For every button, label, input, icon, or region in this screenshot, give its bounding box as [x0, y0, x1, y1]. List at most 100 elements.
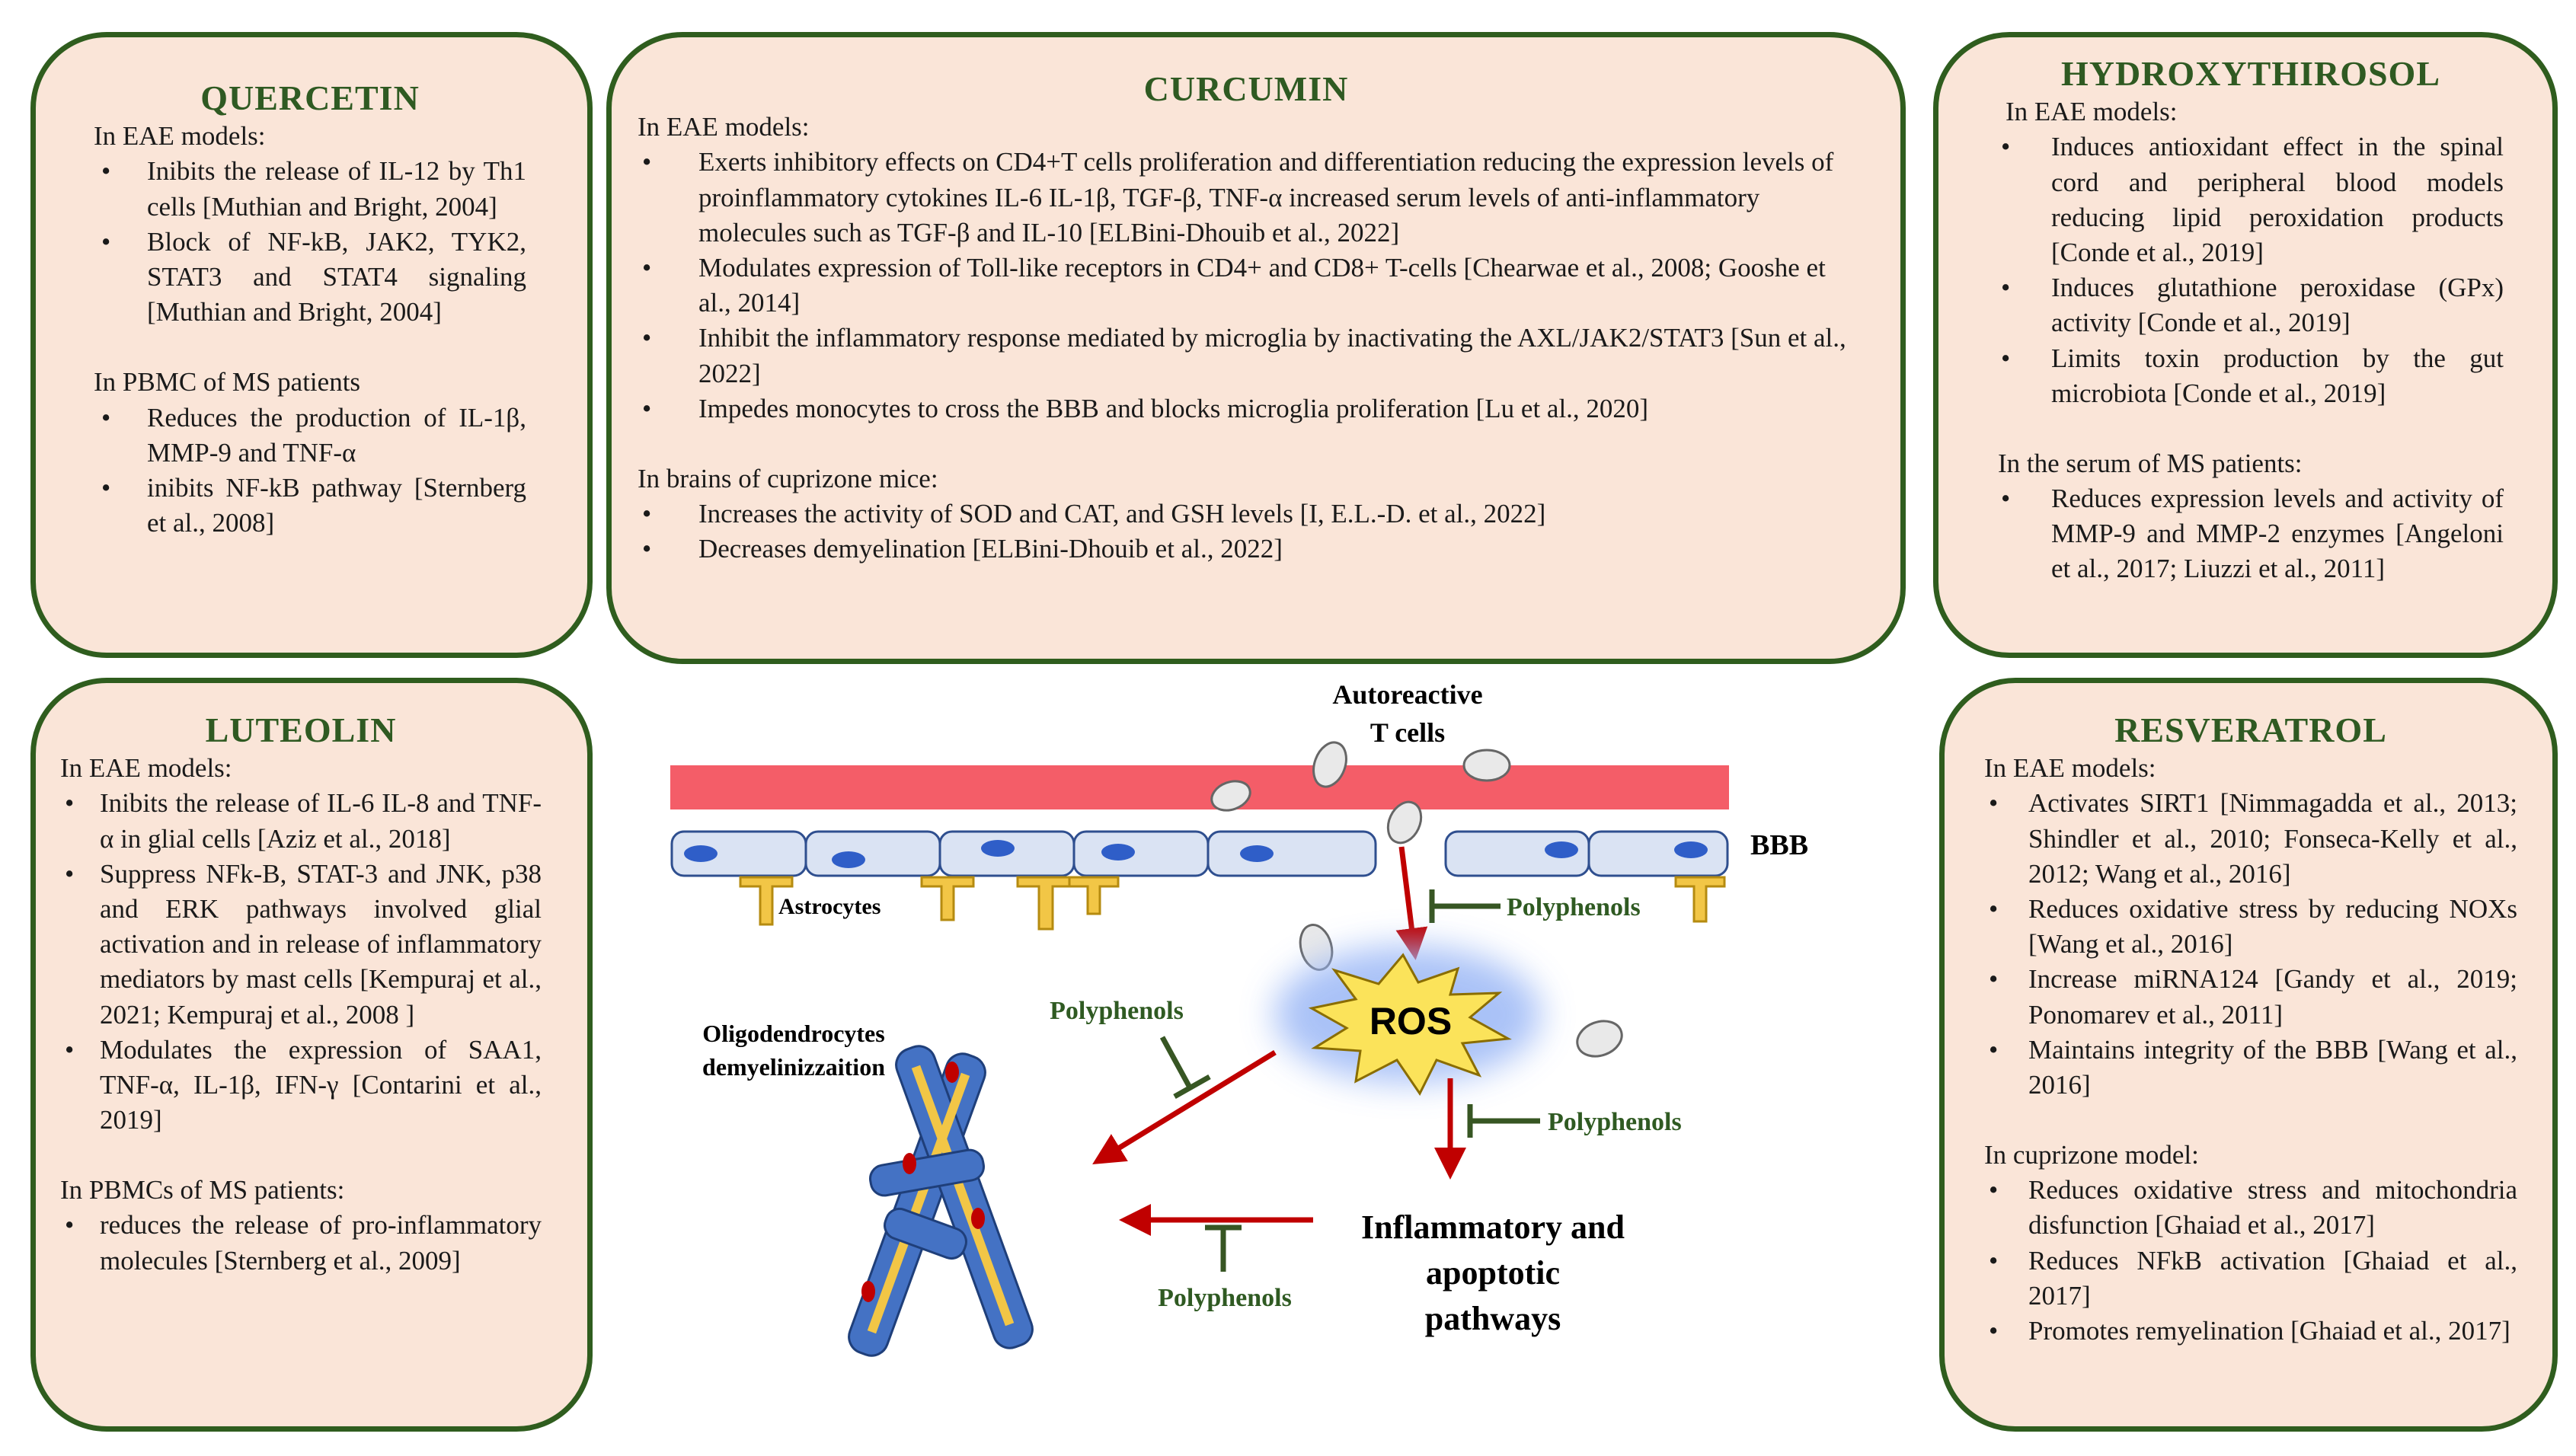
luteolin-list-2-item: reduces the release of pro-inflammatory …	[60, 1208, 542, 1278]
tcell-to-ros-arrow	[1395, 846, 1428, 960]
luteolin-list-1-item: Suppress NFk-B, STAT-3 and JNK, p38 and …	[60, 857, 542, 1033]
resveratrol-list-1-item: Reduces oxidative stress by reducing NOX…	[1984, 892, 2517, 962]
curcumin-section-2-heading: In brains of cuprizone mice:	[638, 463, 938, 493]
curcumin-list-2-item: Decreases demyelination [ELBini-Dhouib e…	[638, 532, 1855, 567]
nucleus	[832, 851, 865, 868]
polyphenols-inhibitor-inflammatory	[1467, 1104, 1540, 1138]
hydroxythirosol-title: HYDROXYTHIROSOL	[2060, 54, 2441, 93]
curcumin-list-1-item: Inhibit the inflammatory response mediat…	[638, 321, 1855, 391]
astrocyte	[1068, 876, 1120, 915]
oligodendrocyte-nucleus	[861, 1281, 875, 1302]
myelin-bridge	[869, 1148, 985, 1197]
quercetin-list-2-item: inibits NF-kB pathway [Sternberg et al.,…	[94, 471, 526, 541]
nucleus	[1101, 844, 1135, 861]
autoreactive-label: Autoreactive	[1332, 679, 1482, 710]
t-cells-label: T cells	[1370, 717, 1445, 748]
luteolin-list-1: Inibits the release of IL-6 IL-8 and TNF…	[60, 786, 542, 1138]
hydroxythirosol-panel: HYDROXYTHIROSOL In EAE models: Induces a…	[1933, 32, 2558, 658]
quercetin-title: QUERCETIN	[200, 78, 420, 117]
quercetin-list-1-item: Block of NF-kB, JAK2, TYK2, STAT3 and ST…	[94, 225, 526, 330]
oligodendrocyte-nucleus	[945, 1062, 959, 1083]
nucleus	[1545, 841, 1578, 858]
astrocyte	[1674, 876, 1726, 923]
hydroxythirosol-list-1: Induces antioxidant effect in the spinal…	[1998, 129, 2504, 411]
polyphenols-inhibitor-pathways	[1205, 1225, 1242, 1272]
polyphenols-label-pathways: Polyphenols	[1158, 1284, 1292, 1312]
curcumin-list-2: Increases the activity of SOD and CAT, a…	[638, 497, 1855, 567]
resveratrol-list-1-item: Maintains integrity of the BBB [Wang et …	[1984, 1033, 2517, 1103]
quercetin-panel: QUERCETIN In EAE models: Inibits the rel…	[30, 32, 593, 658]
mechanism-diagram: Autoreactive T cells BBB Astrocytes Poly…	[670, 679, 1808, 1357]
luteolin-title: LUTEOLIN	[205, 710, 397, 749]
endothelial-cell	[1072, 830, 1210, 877]
t-cell	[1462, 749, 1511, 782]
demyelination-label: demyelinizzaition	[702, 1053, 885, 1081]
luteolin-section-1-heading: In EAE models:	[60, 753, 232, 784]
oligodendrocyte-nucleus	[971, 1208, 985, 1229]
polyphenols-label-bbb: Polyphenols	[1507, 893, 1641, 921]
hydroxythirosol-list-2-item: Reduces expression levels and activity o…	[1998, 481, 2504, 587]
resveratrol-section-1-heading: In EAE models:	[1984, 753, 2156, 784]
resveratrol-title: RESVERATROL	[2114, 710, 2387, 749]
endothelial-cell	[1207, 830, 1377, 877]
hydroxythirosol-list-1-item: Induces antioxidant effect in the spinal…	[1998, 129, 2504, 270]
hydroxythirosol-section-1-heading: In EAE models:	[2006, 97, 2178, 127]
resveratrol-list-2: Reduces oxidative stress and mitochondri…	[1984, 1173, 2517, 1349]
bbb-endothelial-cells	[670, 830, 1729, 877]
curcumin-list-1-item: Exerts inhibitory effects on CD4+T cells…	[638, 145, 1855, 251]
curcumin-panel: CURCUMIN In EAE models: Exerts inhibitor…	[606, 32, 1906, 664]
t-cell	[1210, 780, 1251, 812]
resveratrol-list-1-item: Increase miRNA124 [Gandy et al., 2019; P…	[1984, 962, 2517, 1032]
nucleus	[684, 845, 718, 862]
resveratrol-section-2-heading: In cuprizone model:	[1984, 1140, 2199, 1170]
ros-label: ROS	[1369, 1000, 1452, 1043]
t-cell	[1312, 741, 1347, 788]
luteolin-list-2: reduces the release of pro-inflammatory …	[60, 1208, 542, 1278]
nucleus	[1240, 845, 1274, 862]
luteolin-list-1-item: Inibits the release of IL-6 IL-8 and TNF…	[60, 786, 542, 856]
resveratrol-list-1: Activates SIRT1 [Nimmagadda et al., 2013…	[1984, 786, 2517, 1103]
curcumin-list-1-item: Impedes monocytes to cross the BBB and b…	[638, 391, 1855, 426]
quercetin-section-1-heading: In EAE models:	[94, 121, 266, 152]
quercetin-list-2-item: Reduces the production of IL-1β, MMP-9 a…	[94, 401, 526, 471]
apoptotic-label: apoptotic	[1426, 1254, 1560, 1292]
polyphenols-label-inflammatory: Polyphenols	[1548, 1108, 1682, 1136]
ros-burst	[1308, 953, 1512, 1096]
hydroxythirosol-section-2-heading: In the serum of MS patients:	[1998, 448, 2303, 478]
t-cell	[1576, 1020, 1623, 1058]
t-cell	[1386, 800, 1423, 845]
astrocytes-label: Astrocytes	[778, 894, 881, 919]
polyphenols-inhibitor-oligo	[1159, 1036, 1211, 1100]
oligodendrocytes-label: Oligodendrocytes	[702, 1020, 884, 1047]
t-cells	[1210, 741, 1623, 1058]
endothelial-cell	[1587, 830, 1729, 877]
bbb-blood-band	[670, 765, 1729, 809]
resveratrol-list-1-item: Activates SIRT1 [Nimmagadda et al., 2013…	[1984, 786, 2517, 892]
endothelial-cell	[804, 830, 941, 877]
ros-to-oligodendrocytes-arrow	[1092, 1050, 1277, 1164]
axon	[911, 1065, 1015, 1327]
astrocyte	[920, 876, 975, 921]
hydroxythirosol-list-1-item: Induces glutathione peroxidase (GPx) act…	[1998, 270, 2504, 340]
quercetin-list-1-item: Inibits the release of IL-12 by Th1 cell…	[94, 154, 526, 224]
nucleus	[981, 840, 1015, 857]
bbb-label: BBB	[1750, 829, 1808, 861]
astrocyte	[1016, 876, 1075, 931]
quercetin-section-2-heading: In PBMC of MS patients	[94, 367, 361, 398]
resveratrol-list-2-item: Promotes remyelination [Ghaiad et al., 2…	[1984, 1314, 2517, 1349]
quercetin-list-1: Inibits the release of IL-12 by Th1 cell…	[94, 154, 526, 330]
resveratrol-list-2-item: Reduces NFkB activation [Ghaiad et al., …	[1984, 1244, 2517, 1314]
polyphenols-inhibitor-bbb	[1429, 889, 1501, 923]
astrocyte	[739, 876, 794, 926]
oligodendrocytes-demyelination	[848, 1045, 1034, 1357]
polyphenols-label-oligo: Polyphenols	[1050, 997, 1184, 1025]
myelin-bridge	[884, 1207, 967, 1260]
nucleus	[1674, 841, 1708, 858]
curcumin-list-1: Exerts inhibitory effects on CD4+T cells…	[638, 145, 1855, 426]
astrocytes-endfeet	[739, 876, 1726, 931]
hydroxythirosol-list-1-item: Limits toxin production by the gut micro…	[1998, 341, 2504, 411]
resveratrol-list-2-item: Reduces oxidative stress and mitochondri…	[1984, 1173, 2517, 1243]
curcumin-list-1-item: Modulates expression of Toll-like recept…	[638, 251, 1855, 321]
luteolin-list-1-item: Modulates the expression of SAA1, TNF-α,…	[60, 1033, 542, 1138]
oligodendrocyte-nucleus	[903, 1153, 916, 1174]
